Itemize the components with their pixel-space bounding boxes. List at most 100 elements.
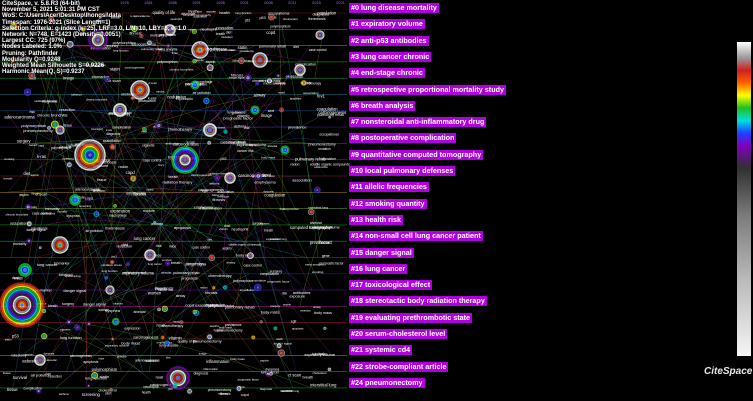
citation-node — [25, 220, 33, 228]
citation-node — [277, 349, 286, 357]
node-term-label: polymorphism — [51, 146, 71, 150]
citation-node — [111, 317, 120, 326]
citation-node — [113, 204, 117, 208]
node-term-label: carcinogenesis — [85, 63, 106, 67]
citation-node — [66, 161, 73, 168]
node-term-label: emphysema — [194, 206, 213, 210]
node-term-label: breath — [48, 304, 58, 308]
node-term-label: statin — [110, 67, 121, 72]
cluster-label-21[interactable]: #21 systemic cd4 — [349, 345, 413, 356]
year-tick-label: 2006 — [264, 0, 273, 5]
cluster-label-22[interactable]: #22 strobe-compliant article — [349, 361, 449, 372]
node-term-label: surgery — [269, 269, 282, 273]
node-term-label: quality of life — [152, 10, 175, 15]
cluster-label-10[interactable]: #10 local pulmonary defenses — [349, 166, 456, 176]
cluster-label-2[interactable]: #2 anti-p53 antibodies — [349, 35, 429, 46]
cluster-label-8[interactable]: #8 postoperative complication — [349, 133, 457, 144]
node-term-label: cholesterol — [312, 371, 326, 375]
cluster-label-5[interactable]: #5 retrospective proportional mortality … — [349, 84, 506, 95]
node-term-label: aspirin — [222, 246, 232, 250]
citation-node — [23, 88, 32, 96]
node-term-label: radiation therapy — [197, 47, 221, 51]
node-term-label: k-ras — [106, 128, 113, 132]
node-term-label: meta analysis — [263, 81, 286, 85]
node-term-label: statin — [5, 337, 12, 341]
node-term-label: mortality — [13, 242, 27, 246]
node-term-label: chemotherapy — [187, 261, 205, 265]
cluster-label-3[interactable]: #3 lung cancer chronic — [349, 51, 432, 62]
citation-node — [265, 77, 273, 85]
cluster-label-24[interactable]: #24 pneumonectomy — [349, 377, 425, 388]
citation-link — [56, 94, 191, 274]
citation-link — [60, 56, 97, 63]
node-term-label: p53 — [12, 333, 20, 338]
node-term-label: vitamin — [219, 227, 228, 231]
citation-link — [107, 94, 310, 160]
node-term-label: prognostic factor — [208, 304, 235, 308]
node-term-label: lung function — [236, 11, 252, 15]
node-term-label: dust — [45, 371, 51, 375]
citation-link — [88, 175, 153, 242]
cluster-label-0[interactable]: #0 lung disease mortality — [349, 3, 439, 13]
cluster-label-12[interactable]: #12 smoking quantity — [349, 198, 427, 209]
node-term-label: emphysema — [126, 191, 146, 195]
citation-link — [193, 306, 307, 340]
cluster-label-7[interactable]: #7 nonsteroidal anti-inflammatory drug — [349, 117, 487, 128]
cluster-label-20[interactable]: #20 serum-cholesterol level — [349, 329, 448, 339]
citation-node — [142, 127, 147, 132]
node-term-label: cessation — [216, 26, 234, 31]
color-legend-bar — [737, 42, 751, 356]
citation-link — [278, 12, 284, 209]
node-term-label: dyspnea — [43, 351, 54, 355]
node-term-label: thrombosis — [97, 159, 116, 164]
node-term-label: immunity — [104, 44, 119, 48]
citation-node — [203, 123, 217, 137]
cluster-label-16[interactable]: #16 lung cancer — [349, 263, 408, 274]
node-term-label: dyspnea — [263, 189, 274, 193]
citation-link — [66, 78, 174, 372]
year-tick-label: 1986 — [168, 0, 177, 5]
node-term-label: body mass — [236, 254, 254, 258]
node-term-label: surgery — [62, 302, 74, 306]
citation-node — [212, 286, 216, 290]
node-term-label: chemotherapy — [301, 82, 322, 86]
node-term-label: population — [194, 15, 208, 19]
cluster-label-1[interactable]: #1 expiratory volume — [349, 19, 425, 30]
node-term-label: women — [98, 308, 109, 312]
node-term-label: breath — [303, 376, 314, 380]
citation-node — [214, 174, 220, 181]
cluster-label-18[interactable]: #18 stereotactic body radiation therapy — [349, 296, 487, 307]
node-term-label: body mass — [219, 325, 233, 329]
citation-link — [35, 143, 214, 242]
citation-node — [244, 74, 252, 82]
node-term-label: aspirin — [260, 359, 269, 363]
node-term-label: interstitial lung — [308, 205, 328, 209]
node-term-label: prevalence — [135, 14, 150, 18]
citation-link — [7, 45, 142, 193]
cluster-label-19[interactable]: #19 evaluating prethrombotic state — [349, 312, 473, 323]
cluster-label-17[interactable]: #17 toxicological effect — [349, 280, 433, 291]
node-term-label: pulmonary rehab — [317, 113, 344, 117]
cluster-label-4[interactable]: #4 end-stage chronic — [349, 68, 425, 79]
node-term-label: resection — [300, 309, 311, 313]
cluster-label-13[interactable]: #13 health risk — [349, 214, 403, 225]
citation-link — [23, 110, 265, 389]
cluster-label-11[interactable]: #11 allelic frequencies — [349, 182, 429, 193]
cluster-label-14[interactable]: #14 non-small cell lung cancer patient — [349, 231, 483, 242]
node-term-label: pulmonary rehab — [173, 271, 199, 275]
cluster-label-15[interactable]: #15 danger signal — [349, 247, 414, 258]
cluster-label-6[interactable]: #6 breath analysis — [349, 100, 416, 111]
node-term-label: obstruction — [283, 17, 298, 21]
node-term-label: cohort — [232, 111, 241, 115]
node-term-label: cigarette — [193, 58, 204, 62]
citation-node — [307, 208, 315, 216]
node-term-label: carcinogenesis — [318, 110, 346, 115]
node-term-label: biomarker — [35, 287, 53, 292]
cluster-label-9[interactable]: #9 quantitative computed tomography — [349, 149, 484, 160]
citation-node — [51, 236, 69, 254]
citation-node — [203, 97, 210, 105]
citation-node — [88, 30, 108, 50]
node-term-label: mortality — [150, 33, 164, 37]
node-term-label: fibrosis — [31, 192, 40, 196]
